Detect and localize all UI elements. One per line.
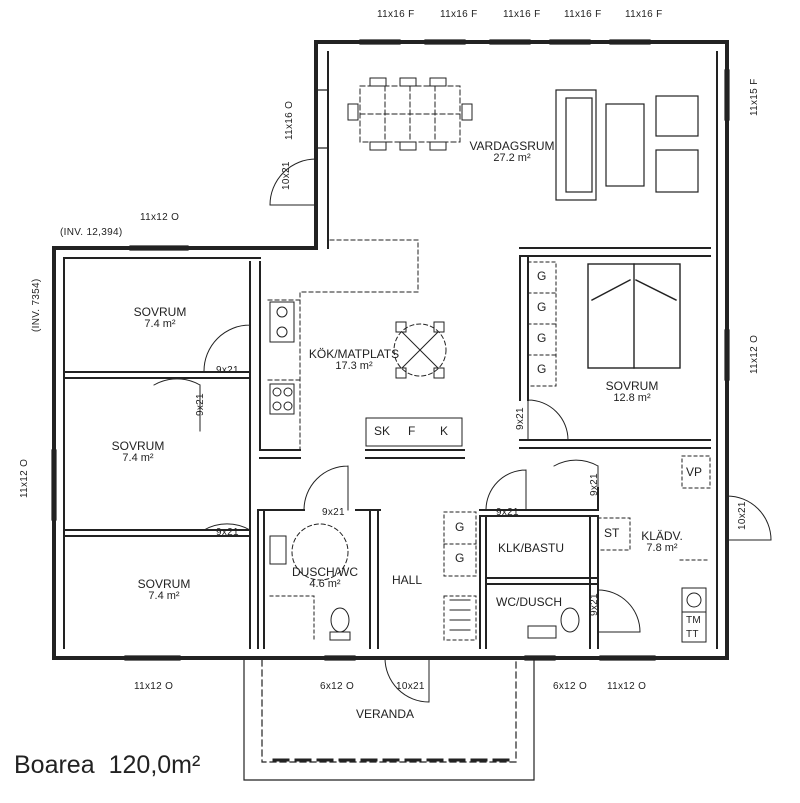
window-label-bottom-right-a: 6x12 O xyxy=(553,681,588,692)
window-label-left: 11x12 O xyxy=(19,458,30,498)
door-label-bedroom-2: 9x21 xyxy=(195,393,206,416)
fixture-g: G xyxy=(537,300,547,314)
fixture-f: F xyxy=(408,424,416,438)
room-name: DUSCH/WC xyxy=(292,565,358,579)
window-marks xyxy=(51,39,730,661)
veranda-outline xyxy=(243,659,535,781)
door-label-exterior: 10x21 xyxy=(737,501,748,530)
inv-note-vertical: (INV. 7354) xyxy=(31,278,42,332)
fixture-g: G xyxy=(537,331,547,345)
room-hall: HALL xyxy=(392,573,423,587)
room-kok-matplats: KÖK/MATPLATS 17.3 m² xyxy=(306,348,402,372)
room-name: SOVRUM xyxy=(133,305,187,319)
hall-wardrobes xyxy=(443,511,477,641)
fixture-g: G xyxy=(455,520,465,534)
door-label-entrance: 10x21 xyxy=(396,681,425,692)
door-label-wc: 9x21 xyxy=(589,593,600,616)
round-table xyxy=(393,321,447,379)
window-label-upper-left: 11x16 O xyxy=(284,100,295,140)
door-label-master: 9x21 xyxy=(515,407,526,430)
fixture-g: G xyxy=(537,269,547,283)
window-label-bottom-right-b: 11x12 O xyxy=(607,681,647,692)
fixture-vp: VP xyxy=(686,465,703,479)
total-area-value: 120,0m² xyxy=(108,751,201,779)
fixture-sk: SK xyxy=(374,424,391,438)
room-area: 7.4 m² xyxy=(144,318,176,330)
window-label-right-mid: 11x12 O xyxy=(749,334,760,374)
window-label-top: 11x16 F xyxy=(503,9,541,20)
window-label-top: 11x16 F xyxy=(377,9,415,20)
window-label-top: 11x16 F xyxy=(440,9,478,20)
double-bed xyxy=(587,263,681,369)
door-label-bedroom-1: 9x21 xyxy=(216,365,239,376)
room-kladv: KLÄDV. 7.8 m² xyxy=(632,530,692,554)
room-name: KÖK/MATPLATS xyxy=(308,347,400,361)
room-wc-dusch: WC/DUSCH xyxy=(496,595,562,609)
fixture-tt: TT xyxy=(686,629,699,640)
room-area: 17.3 m² xyxy=(335,360,373,372)
total-area: Boarea 120,0m² xyxy=(14,751,200,780)
room-area: 27.2 m² xyxy=(493,152,531,164)
kitchen-sink xyxy=(269,301,295,415)
dining-table xyxy=(359,85,461,143)
door-swings xyxy=(153,158,772,703)
room-area: 12.8 m² xyxy=(613,392,651,404)
kitchen-counter xyxy=(267,239,419,451)
fixture-g: G xyxy=(537,362,547,376)
room-klk-bastu: KLK/BASTU xyxy=(498,541,565,555)
room-name: SOVRUM xyxy=(111,439,165,453)
window-label-right-upper: 11x15 F xyxy=(749,78,760,117)
room-name: VARDAGSRUM xyxy=(469,139,555,153)
inv-note-horizontal: (INV. 12,394) xyxy=(60,227,123,238)
total-area-label: Boarea xyxy=(14,751,95,779)
fixture-k: K xyxy=(440,424,449,438)
fixture-g: G xyxy=(455,551,465,565)
sofa xyxy=(555,89,699,201)
stair-marks xyxy=(449,599,471,631)
fixture-tm: TM xyxy=(686,615,702,626)
door-label-klk: 9x21 xyxy=(496,507,519,518)
closet-fixtures xyxy=(597,455,711,561)
room-dusch-wc: DUSCH/WC 4.6 m² xyxy=(280,566,370,590)
window-label-bottom-left: 11x12 O xyxy=(134,681,174,692)
room-area: 7.8 m² xyxy=(646,542,678,554)
room-vardagsrum: VARDAGSRUM 27.2 m² xyxy=(462,140,562,164)
room-sovrum-2: SOVRUM 7.4 m² xyxy=(98,440,178,464)
room-sovrum-master: SOVRUM 12.8 m² xyxy=(592,380,672,404)
door-label-kladv: 9x21 xyxy=(589,473,600,496)
room-area: 4.6 m² xyxy=(309,578,341,590)
window-label-top: 11x16 F xyxy=(564,9,602,20)
window-label-upper-mid: 11x12 O xyxy=(140,212,180,223)
room-sovrum-3: SOVRUM 7.4 m² xyxy=(124,578,204,602)
window-label-bottom-mid: 6x12 O xyxy=(320,681,355,692)
room-name: KLÄDV. xyxy=(641,529,683,543)
window-label-top: 11x16 F xyxy=(625,9,663,20)
dining-chairs xyxy=(347,77,473,151)
kitchen-island xyxy=(365,417,463,447)
door-label-dusch: 9x21 xyxy=(322,507,345,518)
room-name: SOVRUM xyxy=(137,577,191,591)
room-area: 7.4 m² xyxy=(122,452,154,464)
shower-and-toilet xyxy=(269,523,351,641)
room-sovrum-1: SOVRUM 7.4 m² xyxy=(120,306,200,330)
exterior-walls xyxy=(52,40,729,660)
wardrobe-column xyxy=(527,261,557,387)
sauna-fixtures xyxy=(527,587,707,643)
room-name: SOVRUM xyxy=(605,379,659,393)
door-label-living: 10x21 xyxy=(281,161,292,190)
door-label-bedroom-3: 9x21 xyxy=(216,527,239,538)
fixture-st: ST xyxy=(604,526,620,540)
room-veranda: VERANDA xyxy=(356,707,415,721)
room-area: 7.4 m² xyxy=(148,590,180,602)
